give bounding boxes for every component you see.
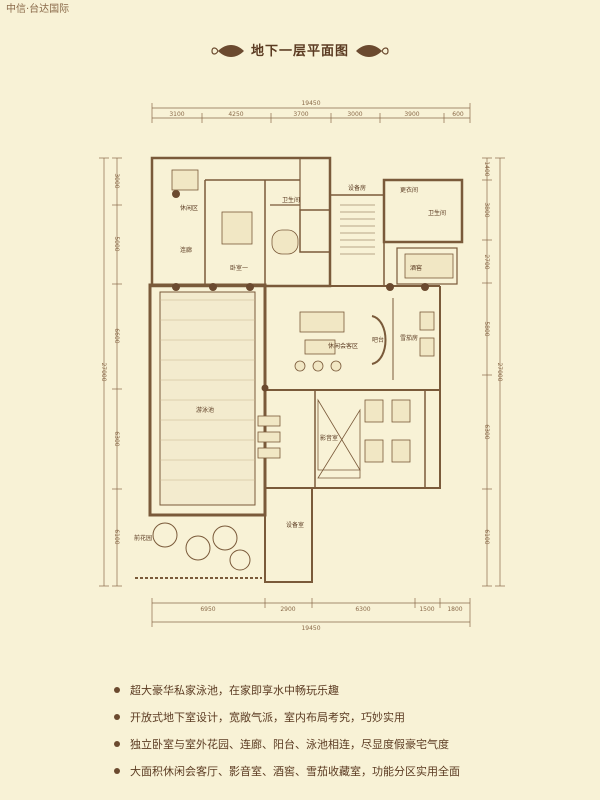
feature-text: 超大豪华私家泳池，在家即享水中畅玩乐趣	[130, 683, 339, 697]
room-equipment1: 设备房	[348, 184, 366, 192]
bottom-dim-3: 6300	[355, 606, 370, 613]
bullet-icon	[114, 686, 120, 693]
bullet-icon	[114, 713, 120, 720]
room-cigar: 雪茄房	[400, 334, 418, 342]
feature-list: 超大豪华私家泳池，在家即享水中畅玩乐趣 开放式地下室设计，宽敞气派，室内布局考究…	[114, 676, 574, 784]
feature-item: 超大豪华私家泳池，在家即享水中畅玩乐趣	[114, 676, 574, 703]
room-leisure-corridor: 休闲区	[180, 204, 198, 212]
top-dim-4: 3000	[347, 111, 362, 118]
room-bathroom1: 卫生间	[282, 196, 300, 204]
right-dim-3: 2700	[483, 254, 490, 269]
feature-item: 独立卧室与室外花园、连廊、阳台、泳池相连，尽显度假豪宅气度	[114, 730, 574, 757]
room-theater: 影音室	[320, 434, 338, 442]
room-corridor: 连廊	[180, 246, 192, 254]
left-dim-5: 6100	[113, 529, 120, 544]
top-dim-5: 3900	[404, 111, 419, 118]
room-equipment2: 设备室	[286, 521, 304, 529]
left-ornament-icon	[211, 44, 244, 57]
page-title: 地下一层平面图	[250, 44, 349, 59]
room-leisure-hall: 休闲会客区	[328, 342, 358, 350]
left-dim-1: 3000	[113, 173, 120, 188]
room-bathroom2: 卫生间	[428, 209, 446, 217]
top-dim-6: 600	[452, 111, 464, 118]
columns	[172, 190, 429, 392]
top-total-dim: 19450	[301, 100, 320, 107]
room-wine: 酒窖	[410, 264, 422, 272]
room-changing: 更衣间	[400, 186, 418, 194]
feature-text: 独立卧室与室外花园、连廊、阳台、泳池相连，尽显度假豪宅气度	[130, 737, 449, 751]
left-dim-2: 5000	[113, 236, 120, 251]
garden-trees	[135, 522, 262, 579]
top-dim-2: 4250	[228, 111, 243, 118]
right-dim-5: 6300	[483, 424, 490, 439]
left-dimensions	[99, 157, 122, 587]
room-pool: 游泳池	[196, 406, 214, 414]
bottom-dim-4: 1500	[419, 606, 434, 613]
bullet-icon	[114, 740, 120, 747]
bottom-dim-2: 2900	[280, 606, 295, 613]
right-dim-2: 3800	[483, 202, 490, 217]
room-bedroom: 卧室一	[230, 264, 248, 272]
top-dimensions	[151, 103, 471, 123]
brand-label: 中信·台达国际	[6, 4, 70, 15]
right-dim-4: 5800	[483, 321, 490, 336]
feature-item: 大面积休闲会客厅、影音室、酒窖、雪茄收藏室，功能分区实用全面	[114, 757, 574, 784]
title-bar: 地下一层平面图	[0, 40, 600, 61]
right-ornament-icon	[356, 44, 389, 57]
feature-text: 大面积休闲会客厅、影音室、酒窖、雪茄收藏室，功能分区实用全面	[130, 764, 460, 778]
top-dim-1: 3100	[169, 111, 184, 118]
bullet-icon	[114, 767, 120, 774]
right-dim-1: 1400	[483, 161, 490, 176]
walls	[148, 156, 464, 583]
room-bar: 吧台	[372, 336, 384, 344]
right-outer-dim: 27000	[496, 362, 503, 381]
pool-lanes	[160, 299, 255, 481]
right-dim-6: 6100	[483, 529, 490, 544]
left-dim-3: 6600	[113, 328, 120, 343]
bottom-total-dim: 19450	[301, 625, 320, 632]
left-dim-4: 6300	[113, 431, 120, 446]
feature-text: 开放式地下室设计，宽敞气派，室内布局考究，巧妙实用	[130, 710, 405, 724]
floor-plan: 19450 3100 4250 3700 3000 3900 600 27000…	[99, 100, 505, 632]
furniture	[171, 169, 454, 479]
left-outer-dim: 27000	[100, 362, 107, 381]
room-front-garden: 前花园	[134, 534, 152, 542]
bottom-dimensions	[151, 598, 471, 627]
top-dim-3: 3700	[293, 111, 308, 118]
right-dimensions	[482, 157, 505, 587]
feature-item: 开放式地下室设计，宽敞气派，室内布局考究，巧妙实用	[114, 703, 574, 730]
bottom-dim-1: 6950	[200, 606, 215, 613]
bottom-dim-5: 1800	[447, 606, 462, 613]
